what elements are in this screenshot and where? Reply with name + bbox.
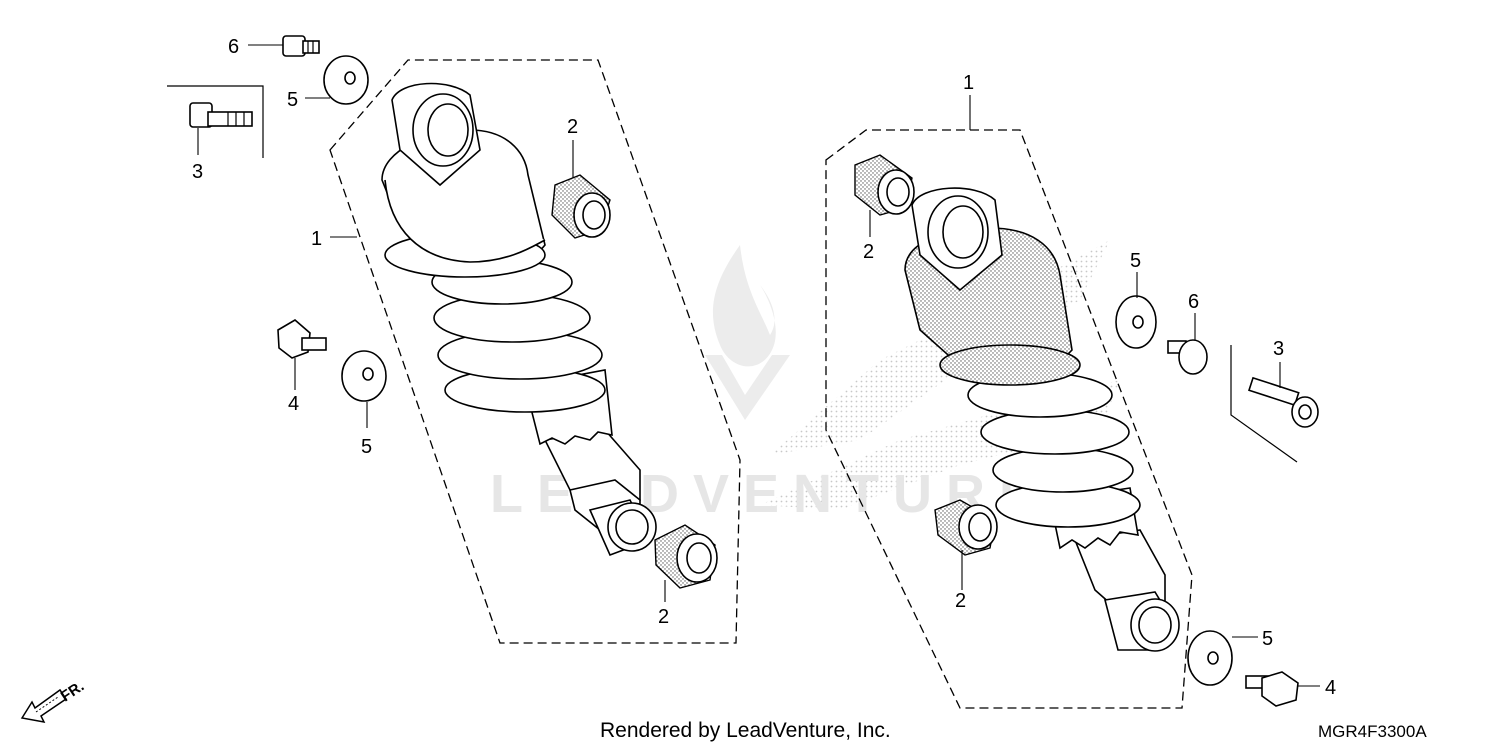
right-nut-icon xyxy=(1167,339,1208,375)
callout-3: 3 xyxy=(192,161,203,183)
left-bolt-top-icon xyxy=(167,85,264,158)
right-bolt-bottom-icon xyxy=(1245,671,1299,707)
right-shock-dashed-group xyxy=(825,129,1193,709)
rendered-by-credit: Rendered by LeadVenture, Inc. xyxy=(600,719,891,742)
callout-2: 2 xyxy=(658,606,669,628)
right-bolt-top-icon xyxy=(1230,345,1319,463)
right-washer-top-icon xyxy=(1115,295,1157,349)
left-bolt-bottom-icon xyxy=(277,319,327,359)
left-washer-top-icon xyxy=(323,55,369,105)
right-leader-lines xyxy=(869,95,1320,687)
callout-6: 6 xyxy=(1188,291,1199,313)
right-assembly: 1 2 5 6 3 2 5 4 xyxy=(825,72,1336,709)
front-direction-indicator: FR. xyxy=(20,678,87,724)
left-assembly: 6 5 3 1 2 4 5 2 xyxy=(167,35,741,644)
callout-5: 5 xyxy=(287,89,298,111)
right-washer-bottom-icon xyxy=(1187,630,1233,686)
callout-5: 5 xyxy=(1262,628,1273,650)
right-bushing-top-icon xyxy=(854,154,915,216)
left-bushing-top-icon xyxy=(551,174,611,239)
callout-2: 2 xyxy=(567,116,578,138)
left-bushing-bottom-icon xyxy=(654,524,718,589)
left-shock-dashed-group xyxy=(329,59,741,644)
right-shock-absorber-icon xyxy=(904,187,1180,652)
callout-3: 3 xyxy=(1273,338,1284,360)
callout-4: 4 xyxy=(1325,677,1336,699)
left-shock-absorber-icon xyxy=(381,82,657,557)
callout-1: 1 xyxy=(311,228,322,250)
left-nut-icon xyxy=(282,35,320,57)
callout-2: 2 xyxy=(955,590,966,612)
left-washer-bottom-icon xyxy=(341,350,387,402)
callout-4: 4 xyxy=(288,393,299,415)
callout-6: 6 xyxy=(228,36,239,58)
diagram-code: MGR4F3300A xyxy=(1318,722,1427,741)
flame-watermark-icon xyxy=(705,245,790,420)
right-bushing-bottom-icon xyxy=(934,499,998,556)
callout-2: 2 xyxy=(863,241,874,263)
callout-5: 5 xyxy=(1130,250,1141,272)
left-leader-lines xyxy=(197,44,666,602)
callout-1: 1 xyxy=(963,72,974,94)
callout-5: 5 xyxy=(361,436,372,458)
